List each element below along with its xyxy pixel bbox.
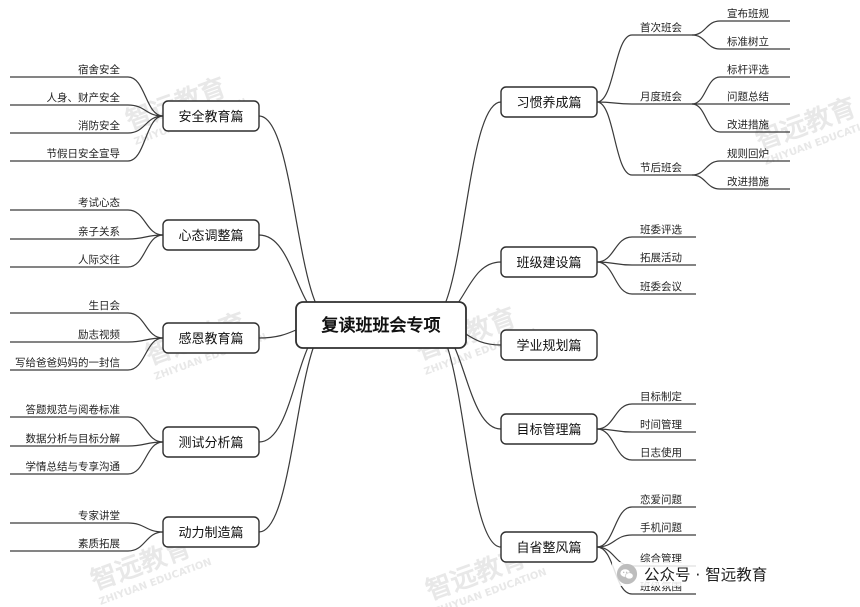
leaf-edge: [127, 531, 164, 552]
sub-edge: [596, 101, 633, 105]
branch-node-label: 测试分析篇: [178, 436, 243, 451]
leaf-edge: [596, 403, 633, 430]
sub-topic-label: 首次班会: [640, 21, 682, 34]
leaf-edge: [691, 174, 721, 190]
leaf-label: 生日会: [89, 299, 121, 312]
wechat-icon: [616, 563, 638, 585]
leaf-label: 问题总结: [727, 90, 769, 103]
branch-node-label: 动力制造篇: [178, 526, 243, 541]
leaf-label: 答题规范与阅卷标准: [26, 403, 121, 416]
leaf-label: 日志使用: [640, 446, 682, 459]
leaf-edge: [127, 337, 164, 371]
leaf-label: 规则回炉: [727, 147, 769, 160]
leaf-edge: [596, 428, 633, 461]
sub-topic-label: 月度班会: [640, 90, 682, 103]
wechat-credit: 公众号 · 智远教育: [612, 562, 772, 586]
branch-node-label: 班级建设篇: [516, 256, 581, 271]
branch-node-label: 学业规划篇: [516, 338, 581, 354]
branch-node-box: [162, 219, 260, 251]
leaf-edge: [691, 76, 721, 105]
leaf-label: 人身、财产安全: [47, 91, 121, 104]
root-edge-right: [428, 101, 502, 323]
sub-edge: [596, 101, 633, 176]
leaf-label: 目标制定: [640, 390, 682, 403]
leaf-edge: [127, 312, 164, 339]
leaf-edge: [596, 236, 633, 263]
branch-node-label: 安全教育篇: [178, 109, 243, 125]
root-edge-right: [428, 321, 502, 548]
leaf-edge: [596, 506, 633, 548]
branch-node-label: 自省整风篇: [516, 541, 581, 556]
leaf-edge: [127, 76, 164, 117]
branch-node-label: 心态调整篇: [178, 229, 243, 244]
sub-topic-label: 节后班会: [640, 161, 682, 174]
leaf-label: 宿舍安全: [78, 63, 120, 76]
leaf-edge: [127, 104, 164, 117]
leaf-label: 标杆评选: [727, 63, 769, 76]
sub-edge: [596, 34, 633, 103]
leaf-label: 亲子关系: [78, 225, 120, 238]
leaf-label: 改进措施: [727, 118, 769, 131]
leaf-edge: [691, 34, 721, 50]
root-edge-left: [258, 321, 334, 533]
leaf-edge: [127, 115, 164, 134]
branch-node-box: [500, 329, 598, 361]
branch-node-box: [162, 100, 260, 132]
leaf-label: 励志视频: [78, 328, 120, 341]
leaf-label: 宣布班规: [727, 7, 769, 20]
leaf-label: 消防安全: [78, 119, 120, 132]
leaf-label: 考试心态: [78, 196, 120, 209]
leaf-edge: [691, 20, 721, 36]
leaf-edge: [691, 103, 721, 133]
leaf-edge: [127, 441, 164, 475]
branch-node-box: [500, 531, 598, 563]
leaf-label: 节假日安全宣导: [47, 147, 121, 160]
leaf-edge: [127, 115, 164, 162]
branch-node-box: [500, 86, 598, 118]
root-node-box: [295, 301, 467, 349]
leaf-label: 班委会议: [640, 280, 682, 293]
leaf-label: 写给爸爸妈妈的一封信: [15, 356, 120, 369]
leaf-label: 班委评选: [640, 223, 682, 236]
leaf-label: 素质拓展: [78, 537, 120, 550]
leaf-edge: [127, 522, 164, 533]
leaf-label: 拓展活动: [640, 252, 682, 264]
root-node-label: 复读班班会专项: [321, 315, 441, 336]
branch-node-box: [162, 516, 260, 548]
branch-node-label: 目标管理篇: [516, 423, 581, 438]
leaf-label: 改进措施: [727, 175, 769, 188]
branch-node-box: [500, 246, 598, 278]
leaf-edge: [596, 534, 633, 548]
leaf-label: 数据分析与目标分解: [26, 432, 121, 445]
leaf-edge: [691, 160, 721, 176]
branch-node-label: 习惯养成篇: [516, 95, 581, 111]
leaf-edge: [127, 209, 164, 236]
leaf-label: 恋爱问题: [640, 493, 682, 506]
credit-text: 公众号 · 智远教育: [644, 566, 768, 584]
leaf-label: 人际交往: [78, 253, 120, 266]
root-edge-left: [258, 115, 334, 323]
leaf-label: 专家讲堂: [78, 509, 120, 522]
leaf-label: 学情总结与专享沟通: [26, 460, 121, 473]
leaf-label: 时间管理: [640, 418, 682, 431]
leaf-label: 标准树立: [727, 35, 769, 48]
leaf-edge: [127, 234, 164, 268]
branch-node-box: [500, 413, 598, 445]
leaf-edge: [127, 416, 164, 443]
branch-node-box: [162, 426, 260, 458]
branch-node-label: 感恩教育篇: [178, 331, 243, 347]
leaf-label: 综合管理: [640, 552, 682, 565]
branch-node-box: [162, 322, 260, 354]
leaf-label: 手机问题: [640, 521, 682, 534]
leaf-edge: [596, 261, 633, 295]
